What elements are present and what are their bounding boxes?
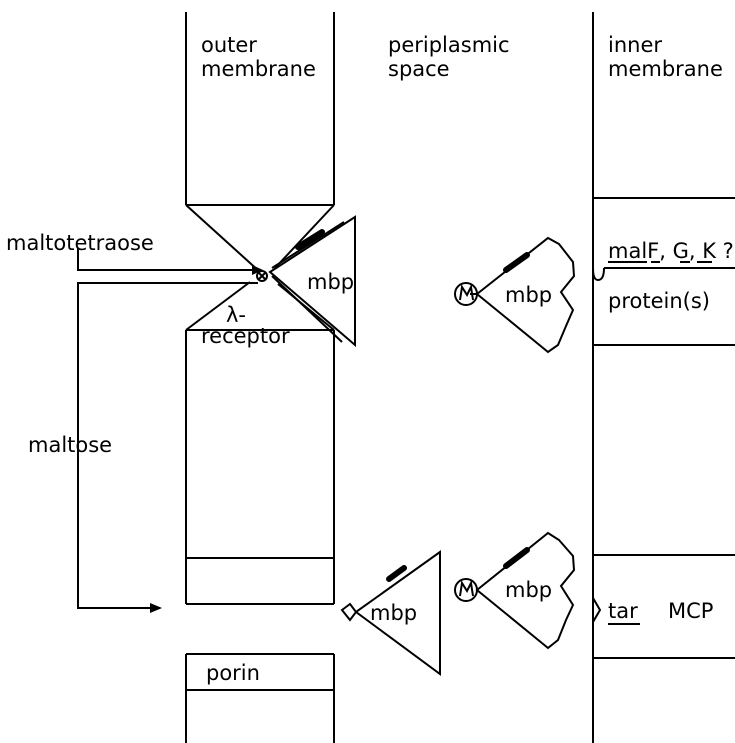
inner-membrane <box>593 12 735 743</box>
m-symbol-bottom <box>455 579 477 601</box>
lambda-receptor-label-line2: receptor <box>201 324 290 348</box>
mcp-label: MCP <box>668 599 713 623</box>
maltose-label: maltose <box>28 433 112 457</box>
mal-genes-label-group: malF, G, K ? <box>608 239 734 263</box>
tar-label: tar <box>608 599 638 623</box>
periplasmic-space-label-line1: periplasmic <box>388 33 510 57</box>
mal-genes-label: malF, G, K ? <box>608 239 734 263</box>
tar-mcp-group: tar MCP <box>593 598 713 624</box>
periplasmic-space-label-line2: space <box>388 57 450 81</box>
porin-label: porin <box>206 661 260 685</box>
maltotetraose-label: maltotetraose <box>6 231 154 255</box>
mbp-inner-tar-label: mbp <box>505 578 552 602</box>
mbp-inner-malFGK-label: mbp <box>505 283 552 307</box>
outer-membrane-label-line1: outer <box>201 33 257 57</box>
inner-membrane-label-line1: inner <box>608 33 662 57</box>
channel-binding-site <box>257 271 267 281</box>
outer-membrane-label-line2: membrane <box>201 57 316 81</box>
proteins-label: protein(s) <box>608 289 710 313</box>
inner-membrane-label-line2: membrane <box>608 57 723 81</box>
mbp-outer-channel-label: mbp <box>307 270 354 294</box>
outer-membrane <box>186 12 334 743</box>
mbp-periplasm-porin-label: mbp <box>370 601 417 625</box>
